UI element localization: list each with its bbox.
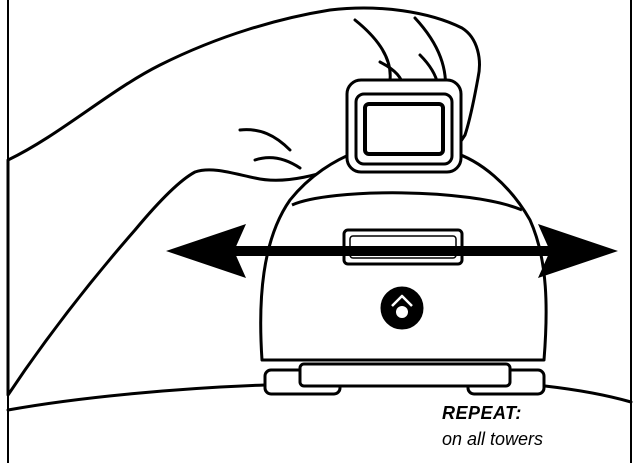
tower-screen <box>365 104 443 154</box>
caption-title: REPEAT: <box>442 403 632 423</box>
caption-subtitle: on all towers <box>442 425 632 453</box>
tower-base <box>300 364 510 386</box>
repeat-caption: REPEAT: on all towers <box>442 403 632 453</box>
